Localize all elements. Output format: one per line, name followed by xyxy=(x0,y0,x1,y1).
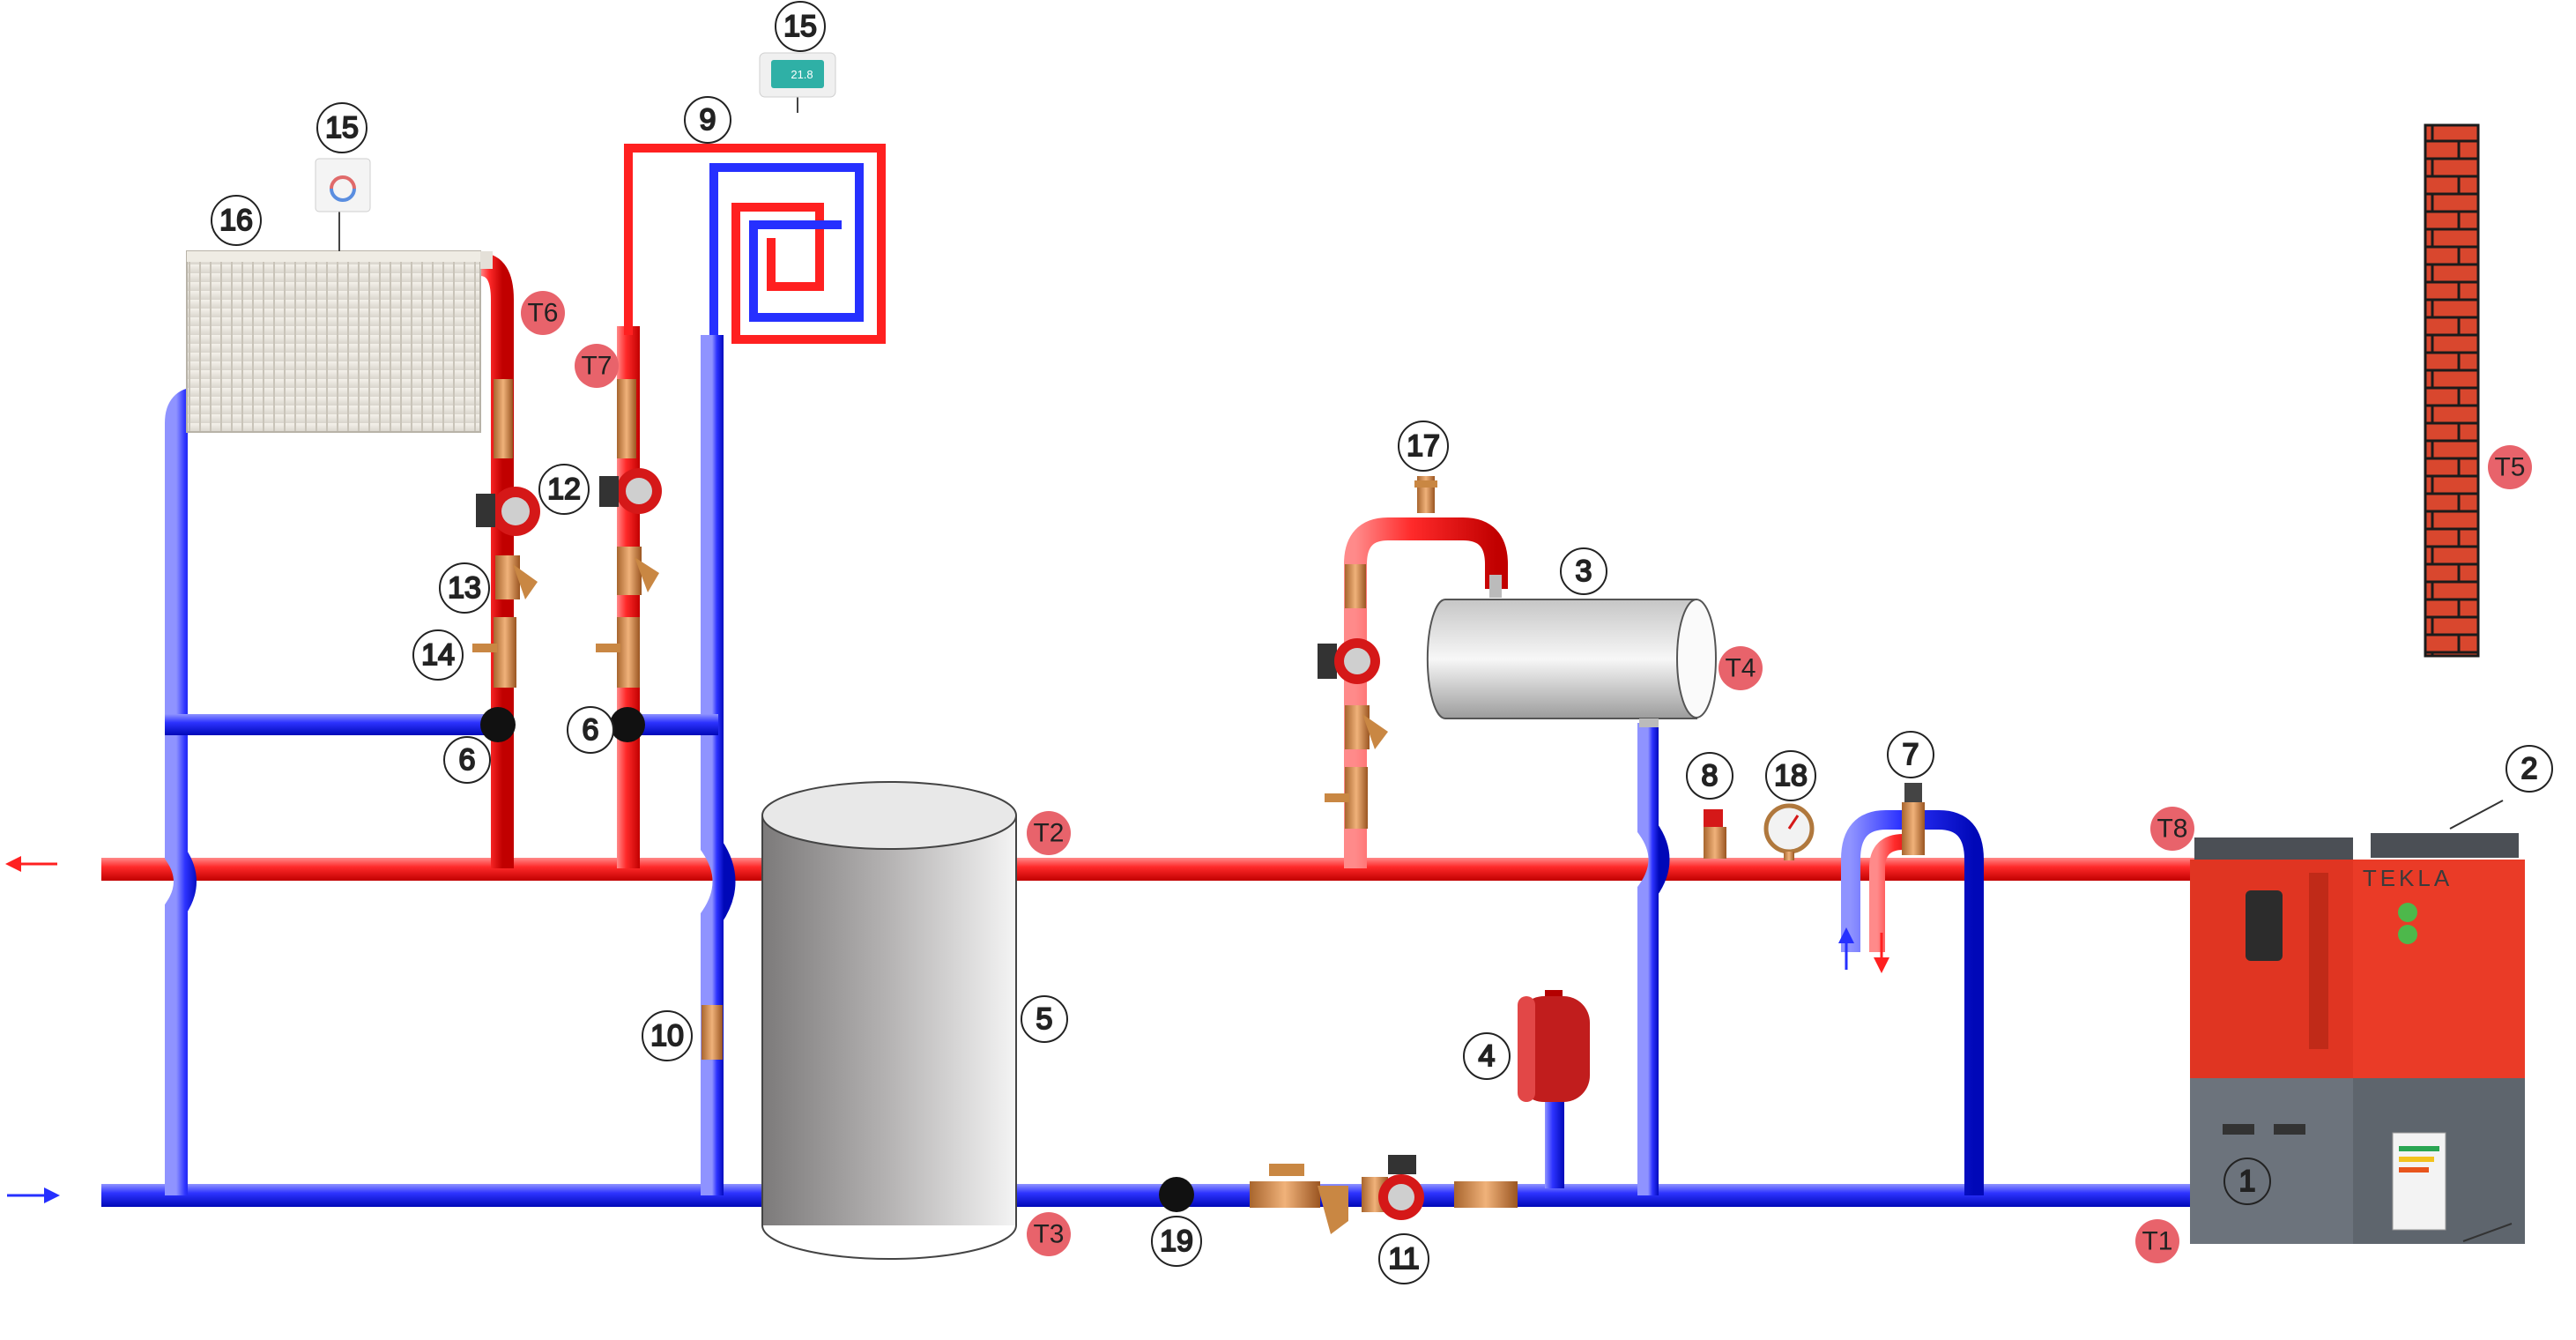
callout-5: 5 xyxy=(1021,995,1068,1043)
svg-text:2: 2 xyxy=(2521,752,2538,785)
svg-text:3: 3 xyxy=(1576,555,1592,588)
callout-15b: 15 xyxy=(775,1,826,52)
svg-text:4: 4 xyxy=(1479,1039,1496,1073)
supply-out-arrow-left xyxy=(5,856,57,872)
callout-10: 10 xyxy=(642,1010,693,1061)
svg-text:8: 8 xyxy=(1702,759,1719,793)
svg-text:14: 14 xyxy=(421,638,455,672)
svg-text:18: 18 xyxy=(1774,759,1808,793)
sensor-t1: T1 xyxy=(2135,1219,2179,1263)
callout-18: 18 xyxy=(1765,750,1816,801)
room-thermostat-dial xyxy=(315,158,371,251)
leader-line-2 xyxy=(2449,800,2504,830)
svg-text:1: 1 xyxy=(2239,1165,2256,1198)
up-arrow xyxy=(1838,927,1854,970)
callout-8: 8 xyxy=(1686,752,1733,800)
component-callouts: 1 2 3 4 5 6 6 7 8 9 10 11 12 13 14 15 15… xyxy=(211,1,2553,1284)
flow-meter-10 xyxy=(702,1005,723,1060)
callout-6a: 6 xyxy=(443,736,491,784)
callout-11: 11 xyxy=(1378,1233,1429,1284)
pellet-boiler: TEKLA xyxy=(2190,833,2525,1244)
tank-bypass-pipe xyxy=(1137,858,1207,1186)
callout-9: 9 xyxy=(684,96,731,144)
sensor-t2: T2 xyxy=(1027,811,1071,855)
callout-3: 3 xyxy=(1560,547,1607,595)
callout-16: 16 xyxy=(211,195,262,246)
svg-text:5: 5 xyxy=(1036,1002,1053,1036)
svg-text:T2: T2 xyxy=(1033,819,1064,848)
svg-text:9: 9 xyxy=(700,103,716,137)
callout-14: 14 xyxy=(412,629,464,681)
leader-line-t1 xyxy=(2462,1223,2513,1242)
svg-text:T8: T8 xyxy=(2157,815,2187,844)
callout-13: 13 xyxy=(439,562,490,614)
sensor-t7: T7 xyxy=(575,344,619,388)
expansion-tank-stub xyxy=(1545,1100,1564,1188)
vessel-feed-pipe xyxy=(1344,517,1508,868)
svg-text:T7: T7 xyxy=(581,352,612,381)
callout-2: 2 xyxy=(2505,745,2553,793)
sensor-t6: T6 xyxy=(521,291,565,335)
thermostat-display-value: 21.8 xyxy=(791,68,813,81)
brick-wall xyxy=(2424,123,2480,658)
sensor-t5: T5 xyxy=(2488,445,2532,489)
return-fittings xyxy=(1159,1155,1518,1234)
callout-1: 1 xyxy=(2223,1158,2271,1205)
svg-text:T5: T5 xyxy=(2494,453,2525,482)
svg-text:15: 15 xyxy=(783,10,817,43)
down-arrow xyxy=(1874,933,1889,973)
callout-15a: 15 xyxy=(316,102,367,153)
svg-text:10: 10 xyxy=(650,1019,684,1053)
svg-text:T1: T1 xyxy=(2142,1227,2172,1256)
svg-text:16: 16 xyxy=(219,204,253,237)
boiler-brand: TEKLA xyxy=(2363,865,2453,891)
svg-text:11: 11 xyxy=(1388,1242,1419,1276)
svg-text:17: 17 xyxy=(1407,429,1440,463)
floor-pump-group xyxy=(596,379,662,742)
svg-text:12: 12 xyxy=(547,473,581,506)
radiator xyxy=(186,250,493,433)
safety-valve xyxy=(1704,809,1726,859)
svg-text:6: 6 xyxy=(583,713,599,747)
buffer-tank xyxy=(761,781,1017,1260)
air-vent xyxy=(1414,476,1437,513)
sensor-t3: T3 xyxy=(1027,1212,1071,1256)
digital-thermostat: 21.8 xyxy=(759,52,836,113)
svg-text:6: 6 xyxy=(459,743,476,777)
radiator-pump-group xyxy=(472,379,540,742)
svg-text:13: 13 xyxy=(448,571,481,605)
sensor-t4: T4 xyxy=(1719,646,1763,690)
sensor-badges: T1 T2 T3 T4 T5 T6 T7 T8 xyxy=(521,291,2532,1263)
callout-19: 19 xyxy=(1151,1216,1202,1267)
underfloor-heating-loop xyxy=(624,144,886,344)
svg-text:7: 7 xyxy=(1903,738,1919,771)
sensor-t8: T8 xyxy=(2150,807,2194,851)
thermal-valve xyxy=(1902,783,1925,855)
return-in-arrow-right xyxy=(7,1187,60,1203)
horizontal-vessel xyxy=(1426,575,1717,727)
callout-7: 7 xyxy=(1887,731,1934,778)
callout-6b: 6 xyxy=(567,706,614,754)
callout-17: 17 xyxy=(1398,421,1449,472)
main-return-pipe xyxy=(101,1184,2212,1207)
svg-text:19: 19 xyxy=(1160,1225,1193,1258)
svg-text:T4: T4 xyxy=(1725,654,1756,683)
vessel-pump-group xyxy=(1318,564,1388,829)
svg-text:T6: T6 xyxy=(527,299,558,328)
svg-text:15: 15 xyxy=(325,111,359,145)
callout-4: 4 xyxy=(1463,1032,1511,1080)
radiator-return-riser xyxy=(165,387,509,1195)
vessel-outlet-pipe xyxy=(1637,723,1670,1195)
pressure-gauge xyxy=(1763,803,1815,860)
expansion-tank xyxy=(1518,990,1590,1102)
callout-12: 12 xyxy=(538,464,590,515)
svg-text:T3: T3 xyxy=(1033,1220,1064,1249)
